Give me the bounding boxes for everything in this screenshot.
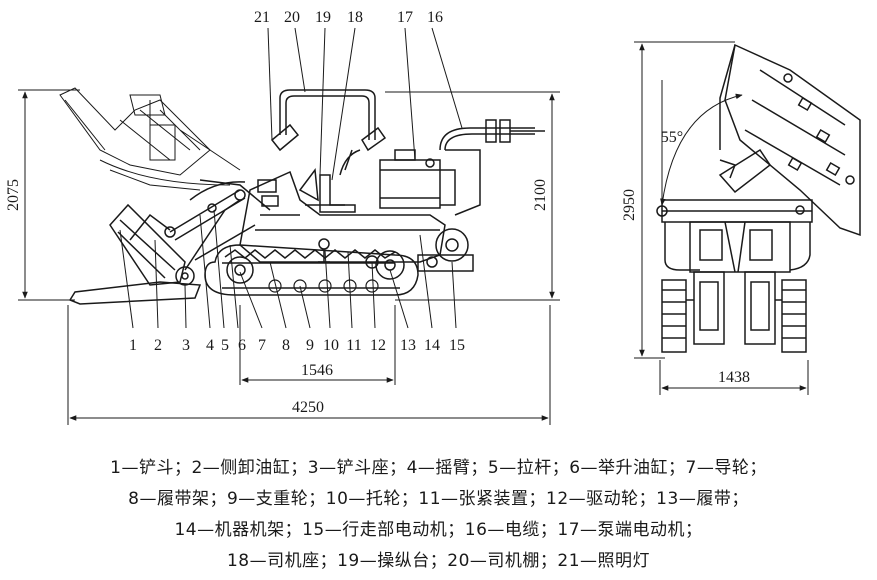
callout-16: 16 [427, 9, 443, 26]
side-dump-cylinder-pin [164, 226, 176, 238]
dim-2075: 2075 [5, 179, 22, 211]
callout-12: 12 [370, 337, 386, 354]
side-view [18, 27, 560, 425]
angle-55: 55° [661, 129, 683, 146]
top-callouts: 21 20 19 18 17 16 [254, 9, 443, 26]
callout-14: 14 [424, 337, 440, 354]
boom-arms [169, 179, 271, 271]
callout-1: 1 [129, 337, 137, 354]
pump-motor [379, 149, 481, 216]
cab-canopy [270, 89, 387, 152]
raised-bucket-outline [59, 87, 241, 191]
front-frame [656, 199, 813, 273]
dim-4250: 4250 [292, 399, 324, 416]
callout-18: 18 [347, 9, 363, 26]
callout-4: 4 [206, 337, 214, 354]
front-dimensions [634, 41, 809, 395]
dim-1438: 1438 [718, 369, 750, 386]
callout-15: 15 [449, 337, 465, 354]
track [204, 244, 419, 296]
side-dimension-labels: 2075 2100 1546 4250 [5, 179, 549, 416]
callout-13: 13 [400, 337, 416, 354]
callout-3: 3 [182, 337, 190, 354]
callout-7: 7 [258, 337, 266, 354]
legend-line-4: 18—司机座；19—操纵台；20—司机棚；21—照明灯 [226, 551, 651, 571]
callout-8: 8 [282, 337, 290, 354]
cable [439, 119, 545, 151]
callout-2: 2 [154, 337, 162, 354]
bottom-callouts: 1 2 3 4 5 6 7 8 9 10 11 12 13 14 15 [129, 337, 465, 354]
callout-11: 11 [346, 337, 361, 354]
machine-frame [239, 170, 446, 263]
bottom-leaders [119, 209, 457, 329]
callout-9: 9 [306, 337, 314, 354]
idler-wheel [226, 256, 254, 284]
driver-seat [298, 149, 361, 213]
callout-10: 10 [323, 337, 339, 354]
callout-20: 20 [284, 9, 300, 26]
side-dimensions [18, 89, 560, 425]
callout-6: 6 [238, 337, 246, 354]
legend-line-3: 14—机器机架；15—行走部电动机；16—电缆；17—泵端电动机； [174, 520, 703, 540]
callout-17: 17 [397, 9, 413, 26]
dim-1546: 1546 [301, 362, 333, 379]
tilted-bucket [719, 43, 861, 237]
front-view [634, 41, 861, 395]
callout-5: 5 [221, 337, 229, 354]
legend-line-1: 1—铲斗；2—侧卸油缸；3—铲斗座；4—摇臂；5—拉杆；6—举升油缸；7—导轮； [110, 458, 767, 478]
front-tracks [661, 271, 807, 353]
loader-drawing: 21 20 19 18 17 16 1 2 3 4 5 6 7 8 9 10 1… [5, 9, 861, 425]
dim-2100: 2100 [532, 179, 549, 211]
bucket [68, 203, 202, 305]
drive-wheel [375, 250, 405, 280]
travel-motor [417, 228, 474, 272]
road-wheels [268, 279, 379, 293]
legend-line-2: 8—履带架；9—支重轮；10—托轮；11—张紧装置；12—驱动轮；13—履带； [128, 489, 749, 509]
callout-21: 21 [254, 9, 270, 26]
top-leaders [267, 27, 463, 181]
front-dimension-labels: 2950 1438 55° [621, 129, 750, 386]
dim-2950: 2950 [621, 189, 638, 221]
callout-19: 19 [315, 9, 331, 26]
